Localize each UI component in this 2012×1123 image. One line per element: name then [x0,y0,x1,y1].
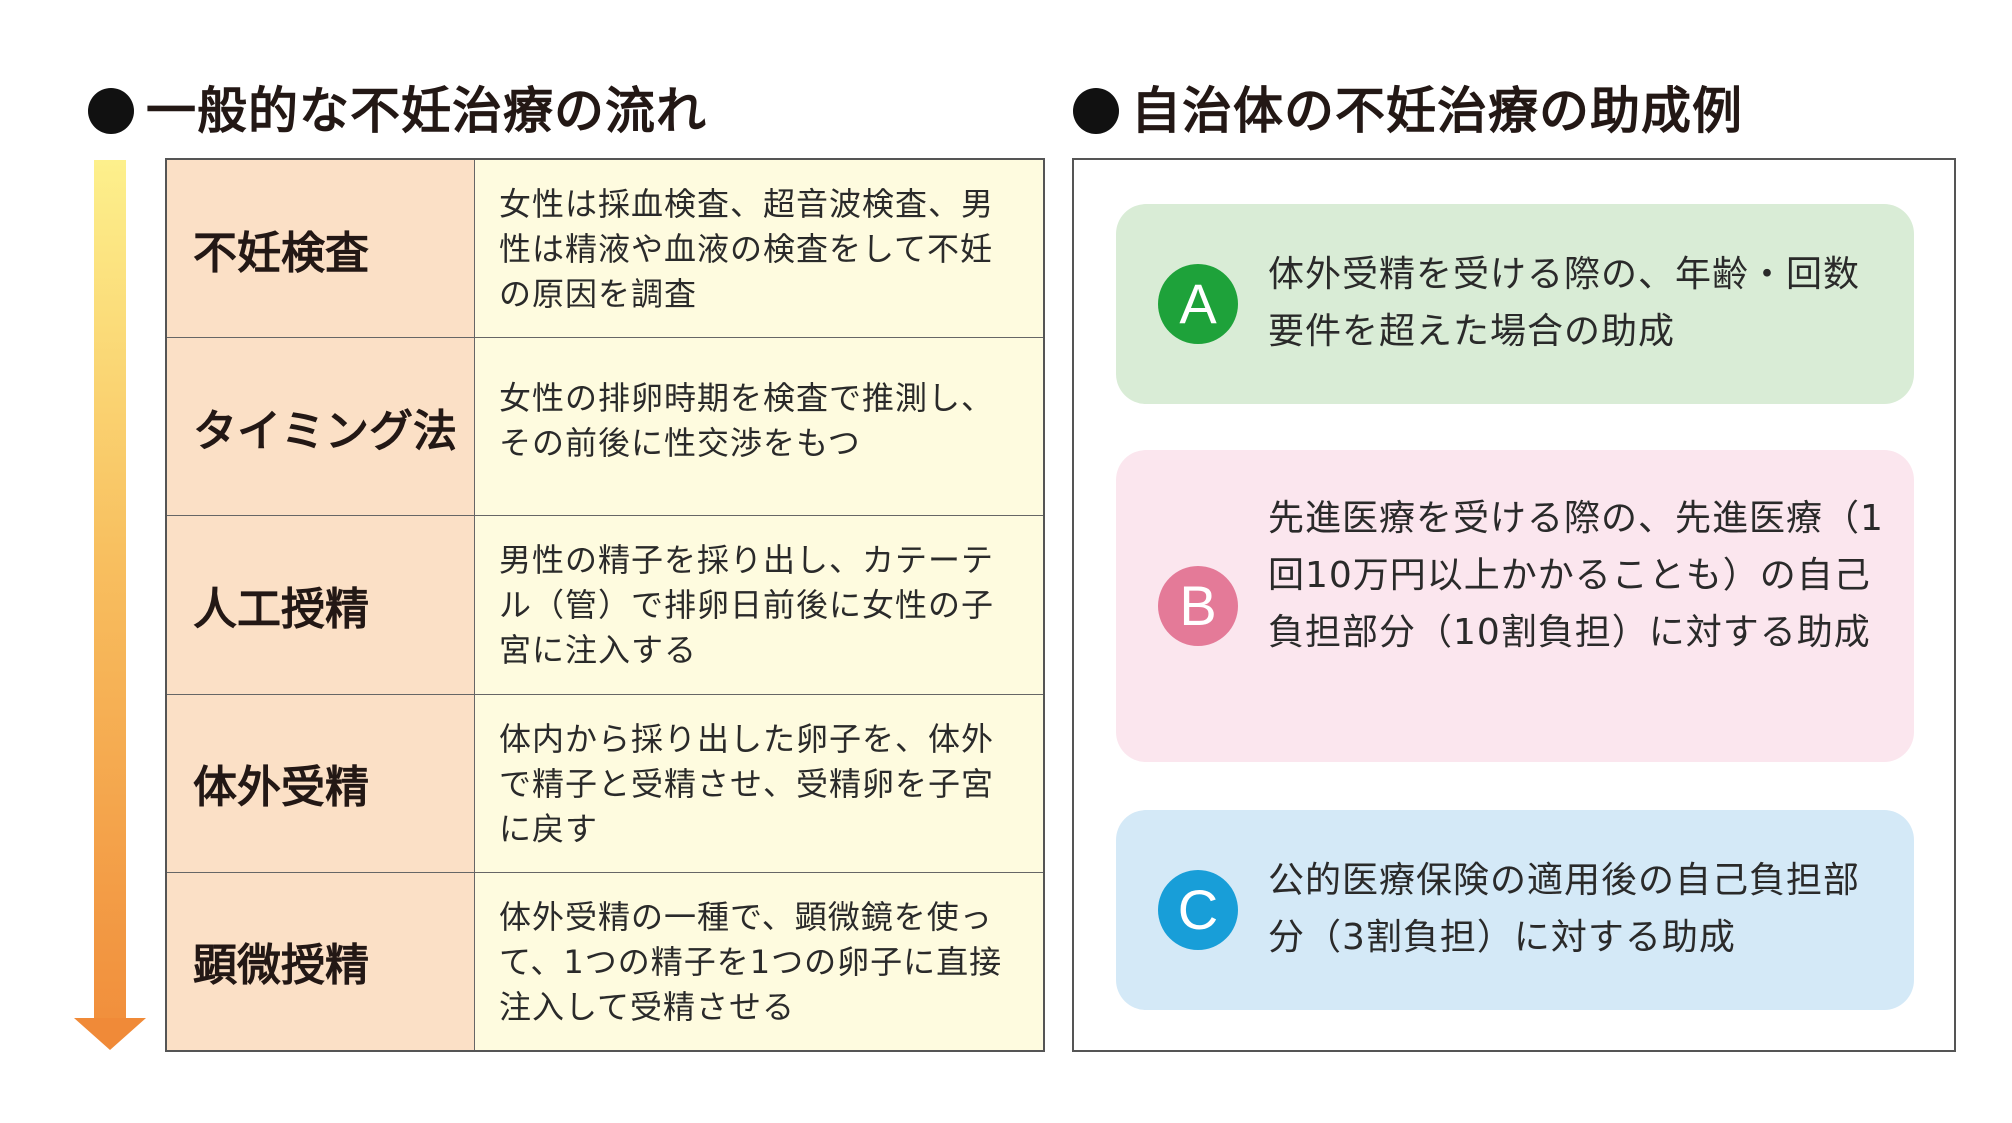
down-arrow-icon [94,160,126,1024]
flow-step-row: 体外受精 体内から採り出した卵子を、体外で精子と受精させ、受精卵を子宮に戻す [167,694,1043,873]
subsidy-title: 自治体の不妊治療の助成例 [1131,82,1743,140]
step-description: 女性の排卵時期を検査で推測し、その前後に性交渉をもつ [475,338,1043,516]
flow-step-row: タイミング法 女性の排卵時期を検査で推測し、その前後に性交渉をもつ [167,338,1043,517]
step-name: 不妊検査 [167,160,475,338]
subsidy-card-a: A 体外受精を受ける際の、年齢・回数要件を超えた場合の助成 [1116,204,1914,404]
subsidy-text: 先進医療を受ける際の、先進医療（1回10万円以上かかることも）の自己負担部分（1… [1268,498,1884,653]
subsidy-panel: A 体外受精を受ける際の、年齢・回数要件を超えた場合の助成 B 先進医療を受ける… [1072,158,1956,1052]
step-name: 人工授精 [167,516,475,694]
subsidy-heading: 自治体の不妊治療の助成例 [1073,86,1743,136]
badge-c-icon: C [1158,870,1238,950]
down-arrow-head-icon [74,1018,146,1050]
flow-step-row: 不妊検査 女性は採血検査、超音波検査、男性は精液や血液の検査をして不妊の原因を調… [167,160,1043,339]
subsidy-card-b: B 先進医療を受ける際の、先進医療（1回10万円以上かかることも）の自己負担部分… [1116,450,1914,762]
treatment-flow-table: 不妊検査 女性は採血検査、超音波検査、男性は精液や血液の検査をして不妊の原因を調… [165,158,1045,1052]
subsidy-text: 公的医療保険の適用後の自己負担部分（3割負担）に対する助成 [1268,860,1861,958]
flow-title: 一般的な不妊治療の流れ [146,82,707,140]
step-description: 女性は採血検査、超音波検査、男性は精液や血液の検査をして不妊の原因を調査 [475,160,1043,338]
subsidy-text: 体外受精を受ける際の、年齢・回数要件を超えた場合の助成 [1268,254,1861,352]
flow-step-row: 顕微授精 体外受精の一種で、顕微鏡を使って、1つの精子を1つの卵子に直接注入して… [167,872,1043,1051]
step-name: タイミング法 [167,338,475,516]
step-description: 体外受精の一種で、顕微鏡を使って、1つの精子を1つの卵子に直接注入して受精させる [475,872,1043,1051]
flow-heading: 一般的な不妊治療の流れ [88,86,707,136]
bullet-icon [88,88,134,134]
badge-a-icon: A [1158,264,1238,344]
step-name: 顕微授精 [167,872,475,1051]
step-name: 体外受精 [167,694,475,872]
step-description: 男性の精子を採り出し、カテーテル（管）で排卵日前後に女性の子宮に注入する [475,516,1043,694]
flow-step-row: 人工授精 男性の精子を採り出し、カテーテル（管）で排卵日前後に女性の子宮に注入す… [167,516,1043,695]
step-description: 体内から採り出した卵子を、体外で精子と受精させ、受精卵を子宮に戻す [475,694,1043,872]
subsidy-card-c: C 公的医療保険の適用後の自己負担部分（3割負担）に対する助成 [1116,810,1914,1010]
bullet-icon [1073,88,1119,134]
badge-b-icon: B [1158,566,1238,646]
